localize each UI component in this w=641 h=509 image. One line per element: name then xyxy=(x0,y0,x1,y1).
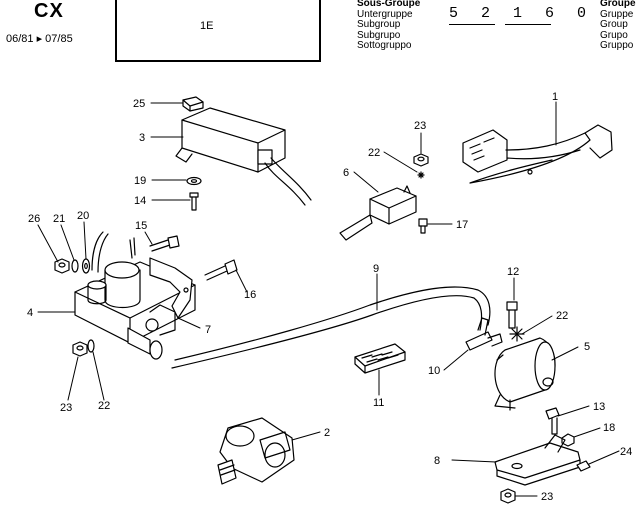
callout-20: 20 xyxy=(77,210,89,222)
group-label-de: Gruppe xyxy=(600,8,634,20)
group-label-it: Gruppo xyxy=(600,40,634,51)
part-1-harness xyxy=(462,124,613,184)
subgroup-label-es: Subgrupo xyxy=(357,29,401,41)
part-10-connector xyxy=(465,317,503,351)
part-11-filter xyxy=(354,343,406,374)
callout-21: 21 xyxy=(53,213,65,225)
part-14-screw xyxy=(189,192,199,211)
callout-6: 6 xyxy=(343,167,349,179)
part-9-hose xyxy=(171,286,491,369)
callout-19: 19 xyxy=(134,175,146,187)
part-16-screw xyxy=(204,259,238,281)
part-2-valve xyxy=(217,417,295,485)
part-6-relay xyxy=(339,185,417,241)
part-18-nut xyxy=(561,433,575,447)
callout-2: 2 xyxy=(324,427,330,439)
callout-5: 5 xyxy=(584,341,590,353)
leader-lines xyxy=(37,101,620,497)
callout-23-left: 23 xyxy=(60,402,72,414)
callout-10: 10 xyxy=(428,365,440,377)
title-box-code: 1E xyxy=(200,20,214,32)
group-code-underline-1 xyxy=(449,24,495,25)
callout-22-right: 22 xyxy=(556,310,568,322)
part-23-nut-bottom xyxy=(500,488,516,504)
callout-14: 14 xyxy=(134,195,146,207)
group-code: 5 2 1 6 0 xyxy=(449,5,594,22)
callout-12: 12 xyxy=(507,266,519,278)
callouts: 25 3 19 14 23 22 6 17 1 26 21 20 15 16 4… xyxy=(27,91,632,503)
part-25-clip xyxy=(182,96,204,112)
part-12-screw xyxy=(506,301,518,329)
part-8-bracket xyxy=(494,434,581,486)
subgroup-label-en: Subgroup xyxy=(357,19,401,30)
callout-22-top: 22 xyxy=(368,147,380,159)
subgroup-label-de: Untergruppe xyxy=(357,8,413,20)
callout-9: 9 xyxy=(373,263,379,275)
callout-18: 18 xyxy=(603,422,615,434)
part-23-nut-top xyxy=(413,153,429,167)
callout-15: 15 xyxy=(135,220,147,232)
callout-1: 1 xyxy=(552,91,558,103)
part-3-relay-box xyxy=(175,107,312,206)
part-5-pump xyxy=(494,337,556,411)
callout-23-top: 23 xyxy=(414,120,426,132)
part-21-washer xyxy=(71,259,79,273)
callout-4: 4 xyxy=(27,307,33,319)
title-box xyxy=(115,0,321,62)
part-26-nut xyxy=(54,258,70,274)
callout-17: 17 xyxy=(456,219,468,231)
subgroup-labels: Sous-Groupe Untergruppe Subgroup Subgrup… xyxy=(357,0,420,52)
callout-16: 16 xyxy=(244,289,256,301)
callout-7: 7 xyxy=(205,324,211,336)
callout-22-left: 22 xyxy=(98,400,110,412)
callout-26: 26 xyxy=(28,213,40,225)
part-17-screw xyxy=(418,218,428,234)
part-19-washer xyxy=(186,176,202,186)
model-name: CX xyxy=(34,0,64,22)
part-22-washer-right xyxy=(509,326,525,342)
part-7-bracket xyxy=(149,257,193,319)
part-24-plug xyxy=(576,460,591,472)
part-20-washer xyxy=(81,258,91,274)
callout-3: 3 xyxy=(139,132,145,144)
callout-23-bottom: 23 xyxy=(541,491,553,503)
production-dates: 06/81 ▸ 07/85 xyxy=(6,33,73,45)
callout-25: 25 xyxy=(133,98,145,110)
subgroup-label-it: Sottogruppo xyxy=(357,40,412,51)
part-22-washer-left xyxy=(87,339,95,353)
callout-24: 24 xyxy=(620,446,632,458)
callout-13: 13 xyxy=(593,401,605,413)
group-label-fr: Groupe xyxy=(600,0,636,9)
part-22-washer-top xyxy=(417,171,425,179)
part-15-screw xyxy=(129,235,180,259)
group-label-es: Grupo xyxy=(600,29,628,41)
part-23-nut-left xyxy=(72,341,88,357)
callout-8: 8 xyxy=(434,455,440,467)
group-code-underline-2 xyxy=(505,24,551,25)
part-13-screw xyxy=(545,407,560,435)
group-labels: Groupe Gruppe Group Grupo Gruppo xyxy=(600,0,636,52)
subgroup-label-fr: Sous-Groupe xyxy=(357,0,421,9)
group-label-en: Group xyxy=(600,19,628,30)
callout-11: 11 xyxy=(373,397,384,409)
